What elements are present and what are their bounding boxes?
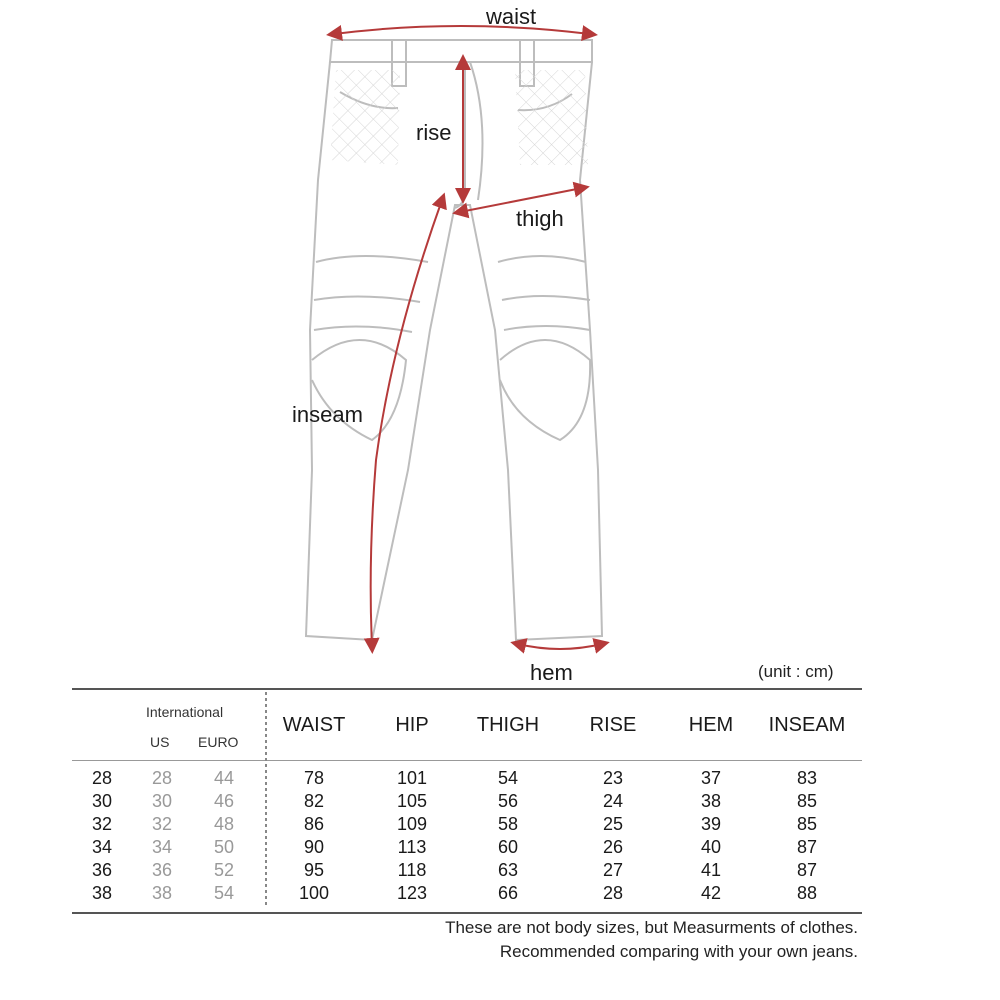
note-line-2: Recommended comparing with your own jean… [499, 942, 858, 961]
measurement-cell: 95 [303, 860, 325, 880]
measurement-cell: 100 [298, 883, 330, 903]
measurement-cell: 86 [303, 814, 325, 834]
thigh-label: thigh [516, 206, 564, 231]
measurement-cell: 58 [497, 814, 519, 834]
measurement-cell: 41 [700, 860, 722, 880]
size-cell: 28 [91, 768, 113, 788]
measurement-cell: 26 [602, 837, 624, 857]
measurement-cell: 24 [602, 791, 624, 811]
inseam-arrow [363, 192, 447, 654]
us-header: US [150, 734, 170, 750]
table-column-separator [265, 692, 267, 908]
size-cell: 38 [91, 883, 113, 903]
us-size-cell: 38 [151, 883, 173, 903]
euro-size-cell: 54 [213, 883, 235, 903]
measurement-cell: 83 [796, 768, 818, 788]
measurement-cell: 60 [497, 837, 519, 857]
euro-size-cell: 46 [213, 791, 235, 811]
waist-arrow [326, 25, 598, 41]
us-size-cell: 34 [151, 837, 173, 857]
thigh-arrow [452, 181, 590, 219]
euro-size-cell: 48 [213, 814, 235, 834]
size-cell: 34 [91, 837, 113, 857]
measurement-cell: 39 [700, 814, 722, 834]
measurement-cell: 40 [700, 837, 722, 857]
col-header-hip: HIP [395, 714, 429, 736]
us-size-cell: 32 [151, 814, 173, 834]
table-row: 36 36 52 95 118 63 27 41 87 [0, 860, 1000, 882]
table-header-rule [72, 760, 862, 761]
jeans-diagram [304, 25, 610, 654]
col-header-inseam: INSEAM [768, 714, 846, 736]
measurement-cell: 101 [396, 768, 428, 788]
size-cell: 36 [91, 860, 113, 880]
table-row: 30 30 46 82 105 56 24 38 85 [0, 791, 1000, 813]
measurement-cell: 105 [396, 791, 428, 811]
measurement-cell: 113 [397, 837, 427, 857]
measurement-cell: 109 [396, 814, 428, 834]
table-row: 38 38 54 100 123 66 28 42 88 [0, 883, 1000, 905]
measurement-cell: 25 [602, 814, 624, 834]
measurement-cell: 123 [396, 883, 428, 903]
col-header-thigh: THIGH [476, 714, 540, 736]
table-top-rule [72, 688, 862, 690]
measurement-cell: 66 [497, 883, 519, 903]
col-header-rise: RISE [589, 714, 637, 736]
us-size-cell: 30 [151, 791, 173, 811]
size-cell: 30 [91, 791, 113, 811]
euro-size-cell: 50 [213, 837, 235, 857]
measurement-cell: 90 [303, 837, 325, 857]
note-line-1: These are not body sizes, but Measurment… [445, 918, 858, 937]
measurement-cell: 42 [700, 883, 722, 903]
us-size-cell: 36 [151, 860, 173, 880]
table-row: 34 34 50 90 113 60 26 40 87 [0, 837, 1000, 859]
table-row: 28 28 44 78 101 54 23 37 83 [0, 768, 1000, 790]
measurement-cell: 56 [497, 791, 519, 811]
international-header: International [146, 704, 224, 720]
table-bottom-rule [72, 912, 862, 914]
measurement-cell: 37 [700, 768, 722, 788]
measurement-cell: 87 [796, 837, 818, 857]
measurement-cell: 63 [497, 860, 519, 880]
waist-label: waist [486, 4, 537, 29]
us-size-cell: 28 [151, 768, 173, 788]
measurement-cell: 85 [796, 791, 818, 811]
euro-size-cell: 44 [213, 768, 235, 788]
inseam-label: inseam [292, 402, 363, 427]
rise-label: rise [416, 120, 452, 145]
measurement-cell: 54 [497, 768, 519, 788]
col-header-waist: WAIST [282, 714, 346, 736]
measurement-cell: 78 [303, 768, 325, 788]
measurement-cell: 28 [602, 883, 624, 903]
measurement-cell: 85 [796, 814, 818, 834]
table-row: 32 32 48 86 109 58 25 39 85 [0, 814, 1000, 836]
hem-arrow [510, 638, 610, 654]
col-header-hem: HEM [688, 714, 734, 736]
euro-size-cell: 52 [213, 860, 235, 880]
unit-label: (unit : cm) [758, 662, 834, 681]
measurement-cell: 118 [397, 860, 427, 880]
size-cell: 32 [91, 814, 113, 834]
euro-header: EURO [198, 734, 239, 750]
measurement-cell: 82 [303, 791, 325, 811]
jeans-outline [304, 39, 604, 642]
measurement-cell: 87 [796, 860, 818, 880]
measurement-cell: 27 [602, 860, 624, 880]
measurement-cell: 38 [700, 791, 722, 811]
hem-label: hem [530, 660, 573, 685]
measurement-cell: 88 [796, 883, 818, 903]
measurement-cell: 23 [602, 768, 624, 788]
